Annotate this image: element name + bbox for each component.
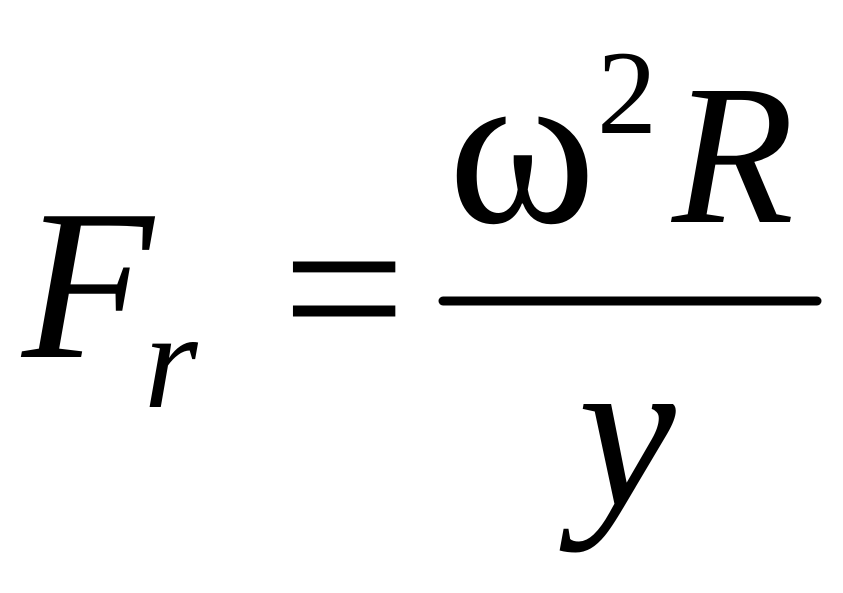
force-symbol: F [20,165,156,404]
force-subscript: r [144,284,199,437]
radius-symbol: R [670,45,794,266]
omega-exponent: 2 [597,26,657,159]
equals-sign: = [282,166,406,410]
omega-symbol: ω [448,21,596,271]
denominator-y: y [559,309,676,553]
